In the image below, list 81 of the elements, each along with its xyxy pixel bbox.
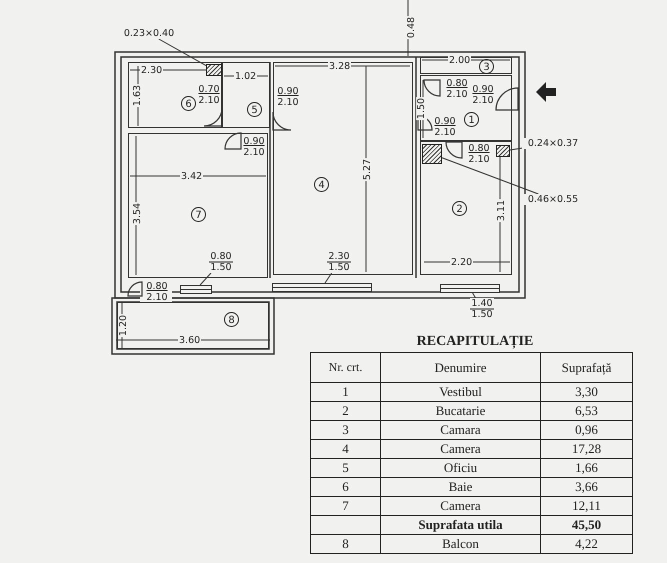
table-title: RECAPITULAȚIE <box>416 334 534 350</box>
table-cell: 8 <box>310 534 380 554</box>
leader-line <box>158 38 206 66</box>
room-outline <box>128 62 222 128</box>
table-cell: 3,66 <box>540 478 632 496</box>
window <box>180 285 212 294</box>
table-header-cell: Denumire <box>380 352 540 382</box>
room-number: 5 <box>247 102 262 117</box>
table-cell: Suprafata utila <box>380 516 540 534</box>
dimension-label: 3.54 <box>132 202 144 226</box>
table-cell: Balcon <box>380 534 540 554</box>
room-number: 2 <box>452 201 467 216</box>
ventilation-shaft <box>422 144 442 164</box>
leader-line <box>442 157 539 194</box>
table-cell: 3 <box>310 420 380 440</box>
ventilation-shaft <box>496 145 510 157</box>
leader-line <box>472 292 476 298</box>
ventilation-shaft <box>206 64 222 76</box>
table-cell: 0,96 <box>540 420 632 440</box>
table-cell: Bucatarie <box>380 402 540 420</box>
dimension-label: 1.63 <box>132 84 144 108</box>
table-cell: Camara <box>380 420 540 440</box>
room-number: 4 <box>314 177 329 192</box>
node-label: 0.23×0.40 <box>124 28 174 39</box>
table-cell: 17,28 <box>540 440 632 458</box>
table-cell: 1,66 <box>540 458 632 478</box>
opening-size-label: 0.80 2.10 <box>446 78 468 100</box>
dimension-label: 2.00 <box>448 55 472 66</box>
dimension-label: 2.30 <box>140 65 164 76</box>
leader-line <box>510 148 522 150</box>
leader-line <box>200 272 212 286</box>
table-cell: 45,50 <box>540 516 632 534</box>
table-cell: 3,30 <box>540 382 632 402</box>
room-outline <box>117 302 269 349</box>
node-label: 0.24×0.37 <box>528 138 578 149</box>
opening-size-label: 0.90 2.10 <box>243 136 265 158</box>
opening-size-label: 0.70 2.10 <box>198 84 220 106</box>
opening-size-label: 0.80 2.10 <box>468 143 490 165</box>
dimension-label: 3.28 <box>328 61 352 72</box>
table-cell: 1 <box>310 382 380 402</box>
table-cell: 12,11 <box>540 496 632 516</box>
dimension-label: 1.20 <box>118 314 130 338</box>
table-cell: Camera <box>380 440 540 458</box>
dimension-label: 2.20 <box>450 257 474 268</box>
window <box>272 283 372 292</box>
table-header-cell: Suprafață <box>540 352 632 382</box>
dimension-label: 5.27 <box>362 158 374 182</box>
leader-line <box>324 272 332 284</box>
dimension-label: 1.02 <box>234 71 258 82</box>
window <box>440 284 500 293</box>
room-number: 8 <box>224 312 239 327</box>
table-cell: 6,53 <box>540 402 632 420</box>
room-number: 3 <box>479 59 494 74</box>
node-label: 0.46×0.55 <box>528 194 578 205</box>
room-number: 1 <box>464 112 479 127</box>
table-cell: Vestibul <box>380 382 540 402</box>
table-cell: 6 <box>310 478 380 496</box>
table-cell: Oficiu <box>380 458 540 478</box>
dimension-label: 3.60 <box>178 335 202 346</box>
dimension-label: 3.42 <box>180 171 204 182</box>
opening-size-label: 0.90 2.10 <box>472 84 494 106</box>
dimension-label: 2.30 1.50 <box>327 251 351 273</box>
opening-size-label: 0.80 2.10 <box>146 281 168 303</box>
opening-size-label: 0.90 2.10 <box>277 86 299 108</box>
table-cell: 2 <box>310 402 380 420</box>
dimension-label: 1.40 1.50 <box>470 298 494 320</box>
room-number: 7 <box>191 207 206 222</box>
table-cell: Baie <box>380 478 540 496</box>
table-cell: Camera <box>380 496 540 516</box>
table-cell: 7 <box>310 496 380 516</box>
dimension-label: 3.11 <box>496 198 508 222</box>
table-cell: 4,22 <box>540 534 632 554</box>
room-outline <box>420 141 512 275</box>
dimension-label: 1.50 <box>416 96 428 120</box>
table-cell: 4 <box>310 440 380 458</box>
table-cell: 5 <box>310 458 380 478</box>
room-number: 6 <box>181 96 196 111</box>
dimension-label: 0.80 1.50 <box>209 251 233 273</box>
opening-size-label: 0.90 2.10 <box>434 116 456 138</box>
dimension-label: 0.48 <box>406 16 418 40</box>
table-header-cell: Nr. crt. <box>310 352 380 382</box>
